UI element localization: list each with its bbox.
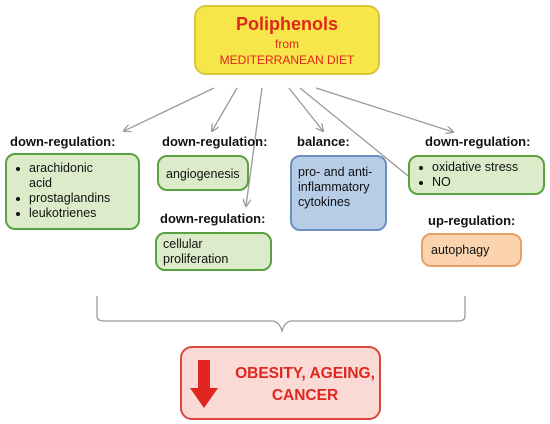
oxid-item-oxidative-stress: oxidative stress [419,160,543,175]
prolif-line1: cellular [163,237,203,251]
down-arrow-icon [190,360,218,408]
outcome-text: OBESITY, AGEING, CANCER [230,363,380,407]
auto-heading: up-regulation: [428,213,516,228]
lipid-item-acid: acid [29,176,52,190]
outcome-line1: OBESITY, AGEING, [235,365,375,382]
prolif-line2: proliferation [163,252,229,266]
arrow-to-oxid [315,87,453,132]
outcome-line2: CANCER [271,387,339,404]
balance-line3: cytokines [298,195,351,209]
lipid-item-prostaglandins: prostaglandins [16,191,134,206]
title-line2: from [275,37,299,51]
balance-line2: inflammatory [298,180,370,194]
oxid-box: oxidative stress NO [408,155,545,195]
balance-line1: pro- and anti- [298,165,373,179]
lipid-list: arachidonic acid prostaglandins leukotri… [11,161,134,221]
oxid-heading: down-regulation: [425,134,531,149]
arrow-to-prolif [246,87,263,206]
angio-text: angiogenesis [166,167,240,181]
title-box: Poliphenols from MEDITERRANEAN DIET [194,5,380,75]
lipid-item-arachidonic: arachidonic [16,161,134,176]
angio-box: angiogenesis [157,155,249,191]
angio-heading: down-regulation: [162,134,268,149]
balance-heading: balance: [297,134,350,149]
grouping-brace [96,296,466,334]
outcome-box: OBESITY, AGEING, CANCER [180,346,381,420]
lipid-item-leukotrienes: leukotrienes [16,206,134,221]
arrow-to-angio [212,87,238,131]
prolif-box: cellular proliferation [155,232,272,271]
auto-text: autophagy [431,243,490,257]
balance-box: pro- and anti- inflammatory cytokines [290,155,387,231]
arrow-to-auto [299,87,418,184]
lipid-box: arachidonic acid prostaglandins leukotri… [5,153,140,230]
oxid-item-no: NO [419,175,543,190]
auto-box: autophagy [421,233,522,267]
prolif-heading: down-regulation: [160,211,266,226]
oxid-list: oxidative stress NO [414,160,543,190]
title-main: Poliphenols [235,14,338,34]
arrow-to-lipid [124,87,215,131]
arrow-to-balance [288,87,323,131]
title-line3: MEDITERRANEAN DIET [219,53,355,67]
lipid-heading: down-regulation: [10,134,116,149]
